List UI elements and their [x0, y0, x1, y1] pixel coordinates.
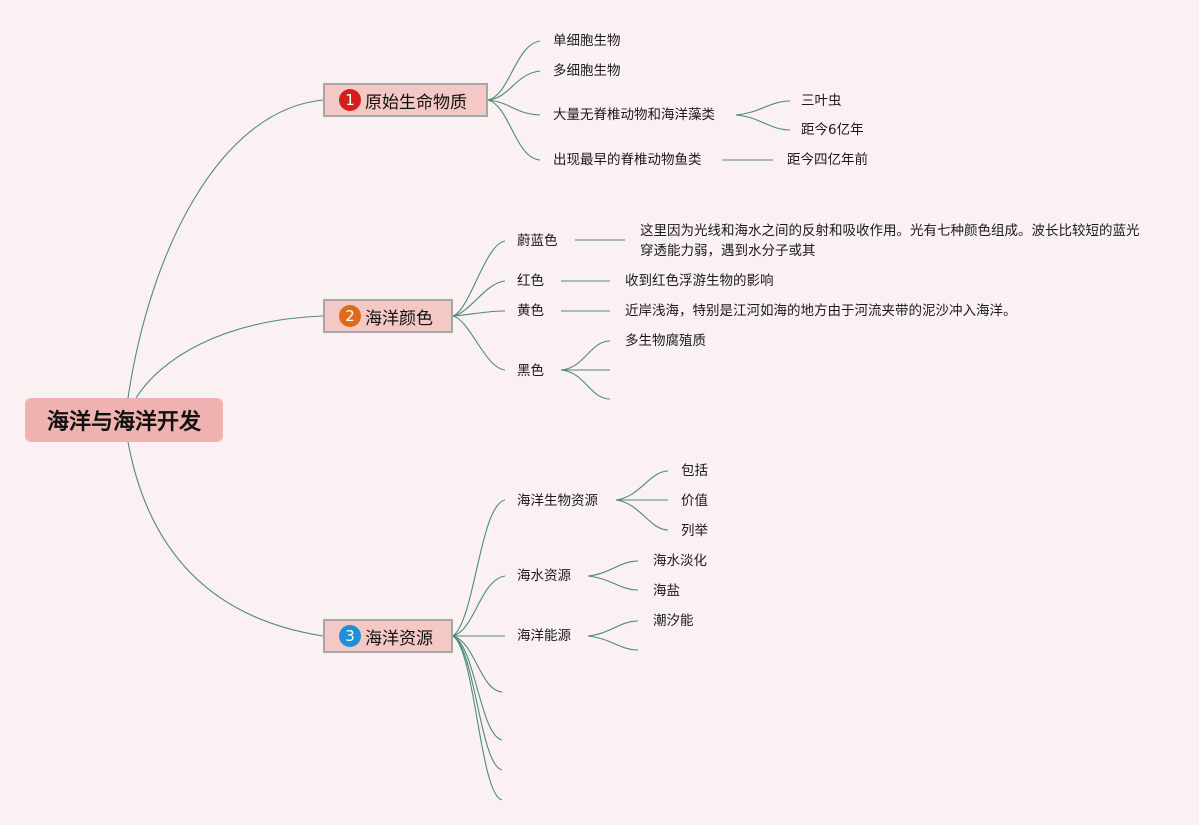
link-root-topic2 [135, 315, 324, 399]
subtopic-marine-bio-resources[interactable]: 海洋生物资源 [517, 493, 598, 509]
main-topic-ocean-color[interactable]: 2 海洋颜色 [323, 299, 453, 333]
number-badge-icon: 1 [339, 89, 361, 111]
subtopic-trilobite[interactable]: 三叶虫 [801, 93, 842, 109]
subtopic-red[interactable]: 红色 [517, 273, 544, 289]
subtopic-desalination[interactable]: 海水淡化 [653, 553, 707, 569]
main-topic-ocean-resources[interactable]: 3 海洋资源 [323, 619, 453, 653]
main-topic-label: 海洋颜色 [365, 308, 433, 329]
subtopic-azure-explanation[interactable]: 这里因为光线和海水之间的反射和吸收作用。光有七种颜色组成。波长比较短的蓝光穿透能… [640, 223, 1140, 259]
main-topic-label: 原始生命物质 [365, 92, 467, 113]
main-topic-label: 海洋资源 [365, 628, 433, 649]
root-topic[interactable]: 海洋与海洋开发 [25, 398, 223, 442]
subtopic-azure[interactable]: 蔚蓝色 [517, 233, 558, 249]
link-root-topic3 [127, 441, 324, 637]
subtopic-seawater-resources[interactable]: 海水资源 [517, 568, 571, 584]
subtopic-600m-years[interactable]: 距今6亿年 [801, 122, 864, 138]
number-badge-icon: 2 [339, 305, 361, 327]
subtopic-yellow-explanation[interactable]: 近岸浅海，特别是江河如海的地方由于河流夹带的泥沙冲入海洋。 [625, 303, 1017, 319]
subtopic-red-explanation[interactable]: 收到红色浮游生物的影响 [625, 273, 774, 289]
link-root-topic1 [127, 99, 324, 399]
number-badge-icon: 3 [339, 625, 361, 647]
subtopic-tidal-energy[interactable]: 潮汐能 [653, 613, 694, 629]
subtopic-humus[interactable]: 多生物腐殖质 [625, 333, 706, 349]
subtopic-examples[interactable]: 列举 [681, 523, 708, 539]
root-topic-label: 海洋与海洋开发 [46, 410, 201, 435]
main-topic-primitive-life[interactable]: 1 原始生命物质 [323, 83, 488, 117]
subtopic-sea-salt[interactable]: 海盐 [653, 583, 680, 599]
subtopic-unicellular[interactable]: 单细胞生物 [553, 33, 621, 49]
subtopic-invertebrates[interactable]: 大量无脊椎动物和海洋藻类 [553, 107, 715, 123]
subtopic-includes[interactable]: 包括 [681, 463, 708, 479]
subtopic-yellow[interactable]: 黄色 [517, 303, 544, 319]
subtopic-value[interactable]: 价值 [681, 493, 708, 509]
subtopic-multicellular[interactable]: 多细胞生物 [553, 63, 621, 79]
subtopic-black[interactable]: 黑色 [517, 363, 544, 379]
subtopic-400m-years[interactable]: 距今四亿年前 [787, 152, 868, 168]
subtopic-earliest-fish[interactable]: 出现最早的脊椎动物鱼类 [553, 152, 702, 168]
subtopic-ocean-energy[interactable]: 海洋能源 [517, 628, 571, 644]
